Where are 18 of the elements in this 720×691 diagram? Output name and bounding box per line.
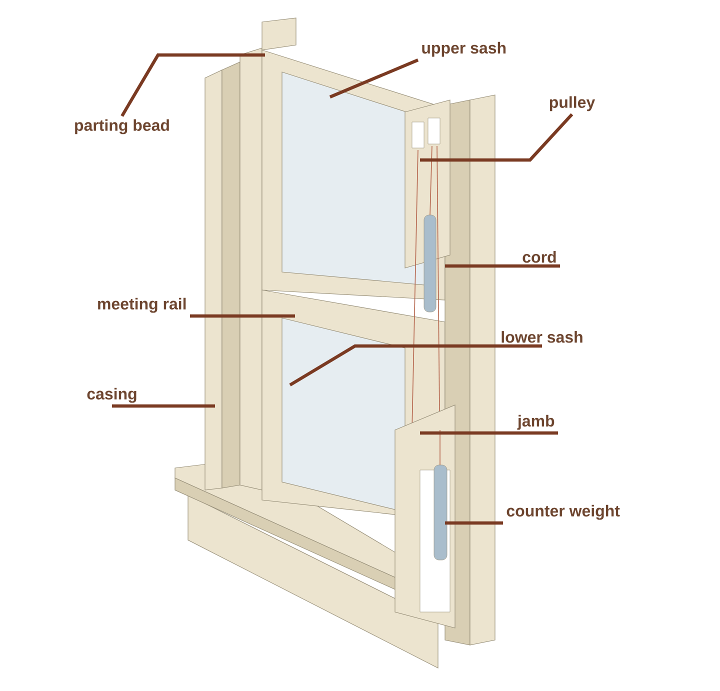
leader-line bbox=[420, 113, 574, 162]
leader-line bbox=[445, 264, 560, 268]
part-label: pulley bbox=[550, 96, 596, 112]
leader-line bbox=[445, 521, 503, 525]
leader-line bbox=[190, 314, 295, 318]
part-label: parting bead bbox=[75, 119, 169, 134]
leader-line bbox=[112, 404, 215, 408]
part-label: upper sash bbox=[422, 42, 506, 57]
part-label: cord bbox=[522, 251, 556, 263]
leader-line bbox=[120, 53, 265, 117]
leader-line bbox=[329, 58, 419, 98]
part-label: meeting rail bbox=[98, 298, 186, 313]
part-label: jamb bbox=[517, 414, 554, 430]
part-label: lower sash bbox=[502, 331, 582, 343]
leader-line bbox=[420, 431, 558, 435]
part-label: counter weight bbox=[506, 504, 620, 520]
part-label: casing bbox=[87, 388, 136, 403]
leader-line bbox=[289, 344, 542, 386]
